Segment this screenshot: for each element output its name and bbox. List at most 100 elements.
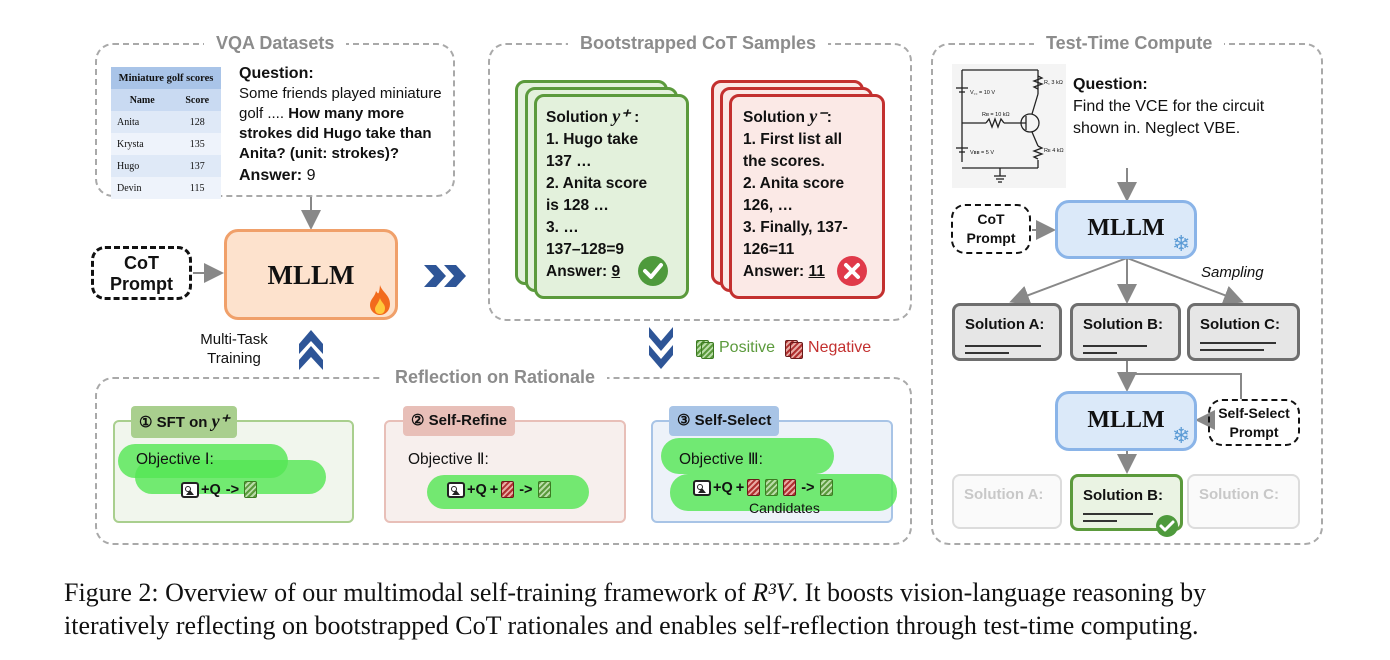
cot-prompt-line: CoT [124,253,159,273]
negative-doc-icon [783,479,797,496]
circuit-diagram: V꜀꜀ = 10 V R꜀ 3 kΩ Rʙ = 10 kΩ Vʙʙ = 5 V … [952,64,1066,188]
table-cell: Devin [117,182,142,194]
caption-text: Figure 2: Overview of our multimodal sel… [64,578,753,607]
card-answer: Answer: 9 [546,261,647,283]
sft-tab-label: ① SFT on [139,414,212,431]
table-cell: 135 [189,138,205,150]
fire-icon [370,285,390,315]
circuit-vbb: Vʙʙ = 5 V [970,150,995,156]
check-circle-icon [1156,515,1178,537]
sft-formula: +Q -> [181,481,258,498]
vqa-question-line: golf .... How many more [239,104,451,124]
candidates-label: Candidates [749,500,820,516]
card-line: is 128 … [546,197,609,214]
multitask-line: Training [207,350,261,367]
legend-positive: Positive [719,339,776,356]
reflection-panel-title: Reflection on Rationale [383,367,608,388]
negative-doc-icon [747,479,761,496]
solution-a-box: Solution A: [952,303,1062,361]
vqa-panel-title: VQA Datasets [204,33,347,54]
table-cell: 137 [189,160,205,172]
card-line: 3. … [546,219,579,236]
vqa-question-line: Some friends played miniature [239,85,442,102]
vqa-answer-label: Answer: [239,167,303,184]
mllm-label: MLLM [1087,215,1165,241]
double-chevron-down-icon [649,327,673,369]
mllm-label: MLLM [267,260,355,290]
card-title-symbol: y⁻ [809,106,827,126]
negative-card-title: Solution y⁻: [743,105,848,129]
text-line [965,352,1009,354]
card-answer-value: 11 [808,263,825,280]
positive-doc-icon [244,481,258,498]
positive-card-title: Solution y⁺ : [546,105,647,129]
card-line: the scores. [743,153,825,170]
vqa-question-line: Anita? (unit: strokes)? [239,145,399,162]
solution-b-box: Solution B: [1070,303,1181,361]
caption-model: R³V [752,578,792,607]
refine-tab: ② Self-Refine [403,406,515,436]
ttc-question-label: Question: [1073,76,1148,93]
image-icon [181,481,199,498]
card-answer-label: Answer: [743,263,809,280]
caption-line-1: Figure 2: Overview of our multimodal sel… [64,576,1364,609]
image-icon [447,481,465,498]
double-chevron-right-icon [424,265,466,287]
formula-q: +Q [467,481,487,498]
sft-tab: ① SFT on y⁺ [131,406,238,438]
solution-c-faded-box: Solution C: [1187,474,1300,529]
double-chevron-up-icon [299,330,323,370]
cot-prompt-line: Prompt [966,230,1016,246]
caption-text: . It boosts vision-language reasoning by [791,578,1207,607]
positive-doc-icon [537,481,551,498]
snowflake-icon: ❄ [1172,231,1191,256]
negative-card-text: Solution y⁻: 1. First list all the score… [743,105,848,283]
card-answer-label: Answer: [546,263,612,280]
cot-prompt-line: CoT [977,211,1005,227]
text-line [1083,520,1117,522]
refine-formula: +Q + -> [447,481,551,498]
solution-label: Solution C: [1199,486,1279,503]
card-line: 2. Anita score [546,175,648,192]
vqa-answer-value: 9 [306,167,316,184]
table-caption: Miniature golf scores [111,67,221,89]
card-title-text: Solution [546,109,613,126]
card-title-symbol: y⁺ [612,106,630,126]
solution-label: Solution B: [1083,487,1163,504]
select-tab: ③ Self-Select [669,406,780,436]
card-line: 2. Anita score [743,175,845,192]
card-title-text: Solution [743,109,810,126]
cot-prompt-line: Prompt [110,274,173,294]
mllm-label: MLLM [1087,407,1165,433]
solution-label: Solution A: [964,486,1044,503]
card-line: 1. Hugo take [546,131,639,148]
text-line [1083,513,1153,515]
sft-objective-label: Objective Ⅰ: [136,451,214,468]
negative-solution-card: Solution y⁻: 1. First list all the score… [729,94,885,299]
circuit-rb: Rʙ = 10 kΩ [982,112,1010,118]
ttc-question-line: shown in. Neglect VBE. [1073,120,1241,137]
legend: Positive Negative [696,336,871,360]
card-answer-value: 9 [611,263,621,280]
snowflake-icon: ❄ [1172,423,1191,448]
sft-tab-symbol: y⁺ [211,411,230,431]
cross-circle-icon [837,256,867,286]
formula-plus: + [735,479,745,496]
table-cell: Hugo [117,160,140,172]
ttc-mllm-bottom: MLLM ❄ [1055,391,1197,451]
formula-q: +Q [201,481,221,498]
table-cell: 128 [189,116,205,128]
negative-doc-icon [790,341,804,359]
multitask-line: Multi-Task [200,331,268,348]
formula-plus: + [489,481,499,498]
highlight [661,438,834,474]
refine-objective-label: Objective Ⅱ: [408,451,489,468]
legend-negative: Negative [808,339,872,356]
ttc-question-line: Find the VCE for the circuit [1073,98,1265,115]
text-line [1083,352,1117,354]
card-answer: Answer: 11 [743,261,848,283]
self-select-line: Self-Select [1218,405,1290,421]
text-line [965,345,1041,347]
